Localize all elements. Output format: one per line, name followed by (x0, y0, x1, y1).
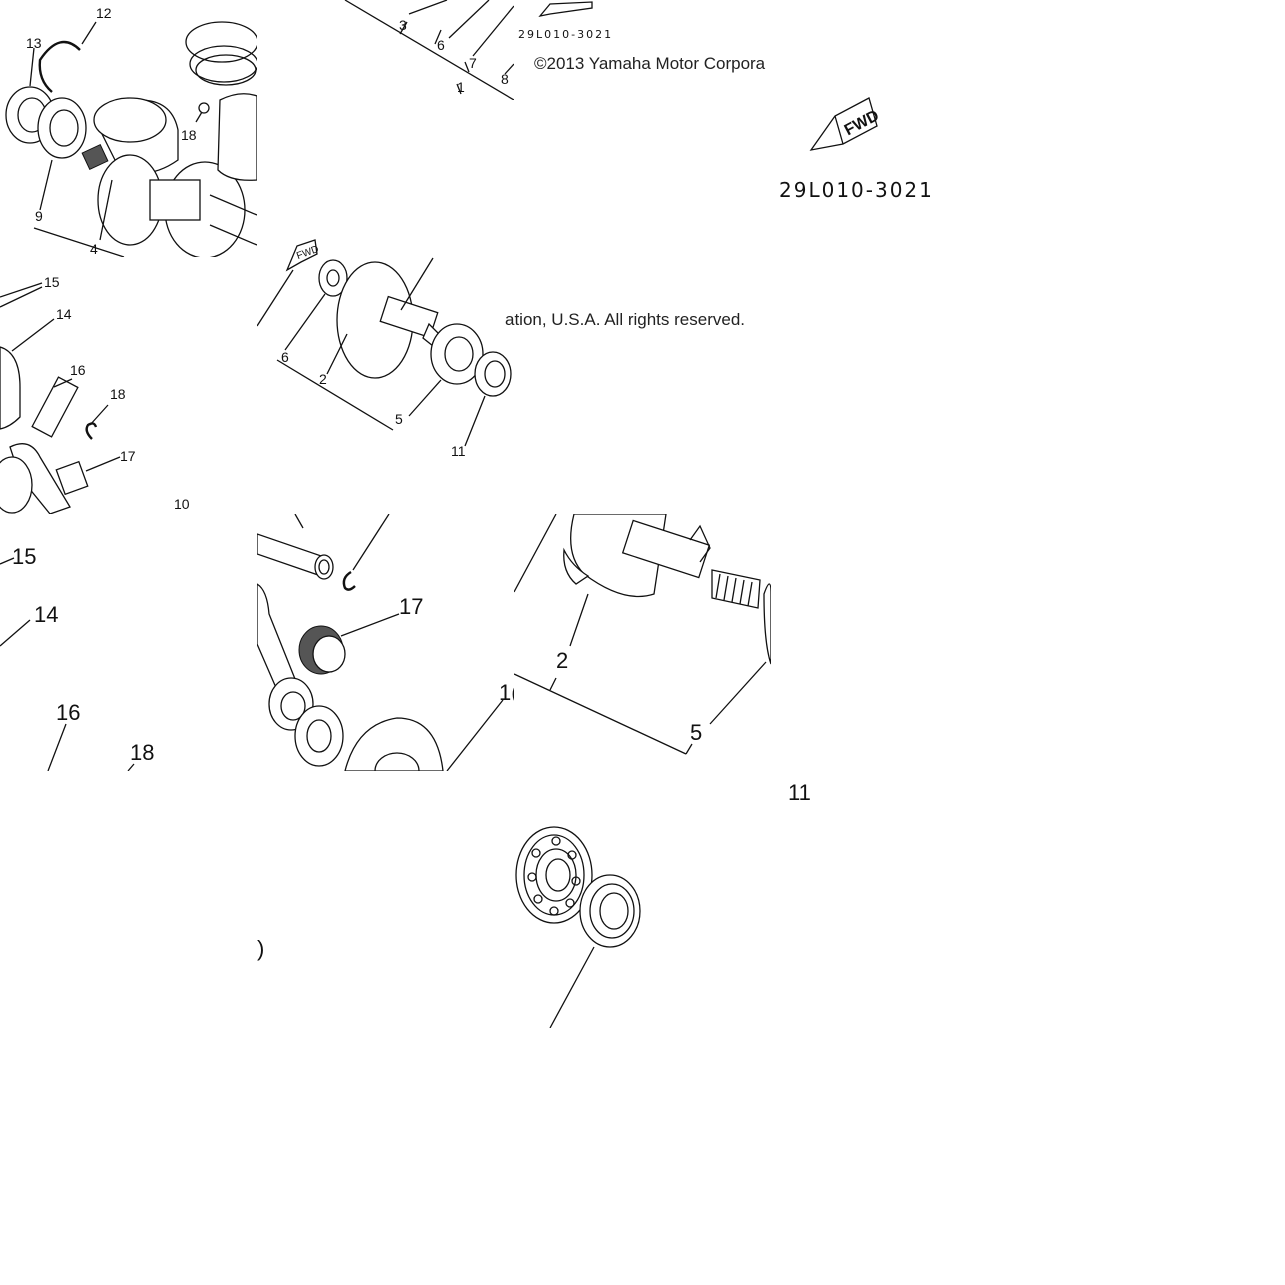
callout-11-large: 11 (788, 780, 811, 805)
tile-zoom-rod: 17 1( (257, 514, 514, 771)
callout-14: 14 (56, 306, 72, 322)
callout-10-zoom: 1( (499, 680, 514, 705)
crank-overview-drawing (5, 21, 257, 257)
callout-8: 8 (501, 71, 509, 87)
callout-6: 6 (437, 37, 445, 53)
tile-zoom-crank: 2 5 (514, 514, 771, 771)
tile-zoom-labels: 15 14 16 18 (0, 514, 257, 771)
callout-17-zoom: 17 (399, 594, 424, 619)
callout-2-zoom: 2 (556, 648, 569, 673)
callout-16: 16 (70, 362, 86, 378)
callout-11: 11 (451, 443, 466, 459)
callout-6b: 6 (281, 349, 289, 365)
tile-piston-parts: 15 14 16 18 17 10 (0, 257, 257, 514)
callout-15-zoom: 15 (12, 544, 37, 569)
tile-crank-half: FWD 6 2 5 11 (257, 230, 514, 465)
callout-10: 10 (174, 496, 190, 512)
callout-18: 18 (181, 127, 197, 143)
part-code: 29L010-3021 (779, 178, 934, 202)
callout-1: 1 (457, 79, 465, 95)
tile-top-right-small: 29L010-3021 ©2013 Yamaha Motor Corpora (514, 0, 771, 80)
callout-7: 7 (469, 55, 477, 71)
callout-18b: 18 (110, 386, 126, 402)
callout-5: 5 (395, 411, 403, 427)
callout-5-zoom: 5 (690, 720, 703, 745)
fwd-label-small: FWD (295, 244, 320, 262)
callout-18-zoom: 18 (130, 740, 155, 765)
copyright-tail: ation, U.S.A. All rights reserved. (505, 310, 745, 329)
callout-3: 3 (399, 17, 407, 33)
callout-17: 17 (120, 448, 136, 464)
callout-4: 4 (90, 241, 98, 257)
callout-15: 15 (44, 274, 60, 290)
callout-fragment: ) (257, 936, 265, 961)
part-code-small: 29L010-3021 (518, 28, 614, 41)
tile-top-fragment: 3 6 7 8 1 (257, 0, 514, 100)
callout-9: 9 (35, 208, 43, 224)
callout-2: 2 (319, 371, 327, 387)
fwd-arrow-icon: FWD (809, 97, 882, 151)
copyright-head: ©2013 Yamaha Motor Corpora (534, 54, 766, 73)
tile-zoom-bearing (514, 771, 771, 1028)
fwd-arrow-small-icon (538, 1, 593, 17)
callout-13: 13 (26, 35, 42, 51)
callout-16-zoom: 16 (56, 700, 81, 725)
tile-fwd-code: FWD 29L010-3021 (771, 80, 1028, 220)
tile-crank-overview: 12 13 18 9 4 (0, 0, 257, 257)
callout-14-zoom: 14 (34, 602, 59, 627)
callout-12: 12 (96, 5, 112, 21)
